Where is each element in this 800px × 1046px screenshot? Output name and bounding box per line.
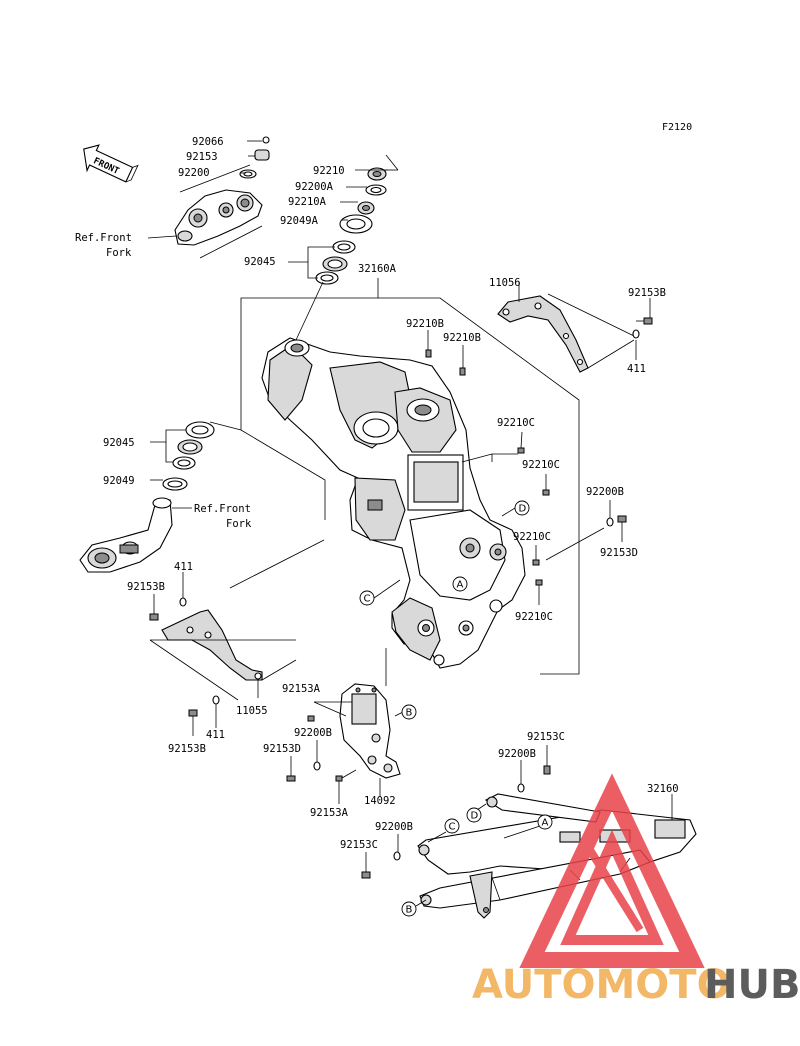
front-arrow-icon: FRONT <box>83 144 139 183</box>
label-92210B-1: 92210B <box>406 318 444 330</box>
svg-text:D: D <box>519 504 527 515</box>
label-92210B-2: 92210B <box>443 332 481 344</box>
label-92066: 92066 <box>192 136 224 148</box>
label-92200B-right: 92200B <box>586 486 624 498</box>
label-92210C-4: 92210C <box>515 611 553 623</box>
label-14092: 14092 <box>364 795 396 807</box>
svg-text:C: C <box>364 594 371 605</box>
svg-text:D: D <box>471 811 479 822</box>
label-92049: 92049 <box>103 475 135 487</box>
svg-text:C: C <box>449 822 456 833</box>
callout-B-subframe: B <box>401 901 417 917</box>
label-92210A: 92210A <box>288 196 327 208</box>
bolt-92153B-bottom <box>188 695 220 717</box>
callout-A-frame: A <box>452 576 468 592</box>
callout-D-frame: D <box>514 500 530 516</box>
bracket-11055 <box>161 609 263 681</box>
label-92153C-1: 92153C <box>527 731 565 743</box>
steering-stem-lower-clamp <box>79 497 173 573</box>
bolts-subframe-group <box>361 765 551 879</box>
callout-C-frame: C <box>359 590 375 606</box>
bracket-14092 <box>339 683 401 779</box>
watermark-text-part1: AUTOMOTO <box>472 962 731 1008</box>
label-92045-top: 92045 <box>244 256 276 268</box>
figure-code: F2120 <box>662 122 692 133</box>
ref-front-fork-2-line1: Ref.Front <box>194 503 251 515</box>
label-92200B-bottom: 92200B <box>375 821 413 833</box>
callout-D-subframe: D <box>466 807 482 823</box>
svg-text:A: A <box>542 818 549 829</box>
label-92153D-right: 92153D <box>600 547 638 559</box>
label-92153C-2: 92153C <box>340 839 378 851</box>
label-92153B-top: 92153B <box>628 287 666 299</box>
label-411-left-bottom: 411 <box>206 729 225 741</box>
steering-bearing-stack-lower <box>162 421 215 491</box>
label-32160A: 32160A <box>358 263 397 275</box>
label-32160: 32160 <box>647 783 679 795</box>
label-92153B-left: 92153B <box>127 581 165 593</box>
label-92210: 92210 <box>313 165 345 177</box>
label-11056: 11056 <box>489 277 521 289</box>
svg-text:B: B <box>406 708 413 719</box>
upper-triple-clamp <box>174 189 263 246</box>
steering-bearing-stack-top <box>315 167 387 285</box>
svg-text:B: B <box>406 905 413 916</box>
label-11055: 11055 <box>236 705 268 717</box>
label-411-left-top: 411 <box>174 561 193 573</box>
label-92200B-mid: 92200B <box>294 727 332 739</box>
label-92153A-2: 92153A <box>310 807 349 819</box>
ref-front-fork-1-line1: Ref.Front <box>75 232 132 244</box>
stem-nut-stack <box>239 136 270 179</box>
main-frame-32160A <box>261 337 526 669</box>
label-92210C-3: 92210C <box>513 531 551 543</box>
watermark-text-part2: HUB <box>704 962 800 1008</box>
bolt-92153B-left <box>149 597 187 621</box>
callout-C-subframe: C <box>444 818 460 834</box>
label-411-top: 411 <box>627 363 646 375</box>
watermark-logo <box>519 773 705 968</box>
bolt-92153B-top <box>632 317 653 339</box>
label-92153A-1: 92153A <box>282 683 321 695</box>
callout-A-subframe: A <box>537 814 553 830</box>
svg-text:A: A <box>457 580 464 591</box>
label-92045-mid: 92045 <box>103 437 135 449</box>
label-92153D-mid: 92153D <box>263 743 301 755</box>
callout-B-bracket: B <box>401 704 417 720</box>
label-92153B-bottom: 92153B <box>168 743 206 755</box>
label-92153: 92153 <box>186 151 218 163</box>
label-92200: 92200 <box>178 167 210 179</box>
bolts-92210B <box>425 349 466 376</box>
ref-front-fork-2-line2: Fork <box>226 518 252 530</box>
ref-front-fork-1-line2: Fork <box>106 247 132 259</box>
label-92049A: 92049A <box>280 215 319 227</box>
bracket-11056 <box>497 295 589 373</box>
label-92200A: 92200A <box>295 181 334 193</box>
label-92210C-1: 92210C <box>497 417 535 429</box>
label-92200B-low: 92200B <box>498 748 536 760</box>
label-92210C-2: 92210C <box>522 459 560 471</box>
